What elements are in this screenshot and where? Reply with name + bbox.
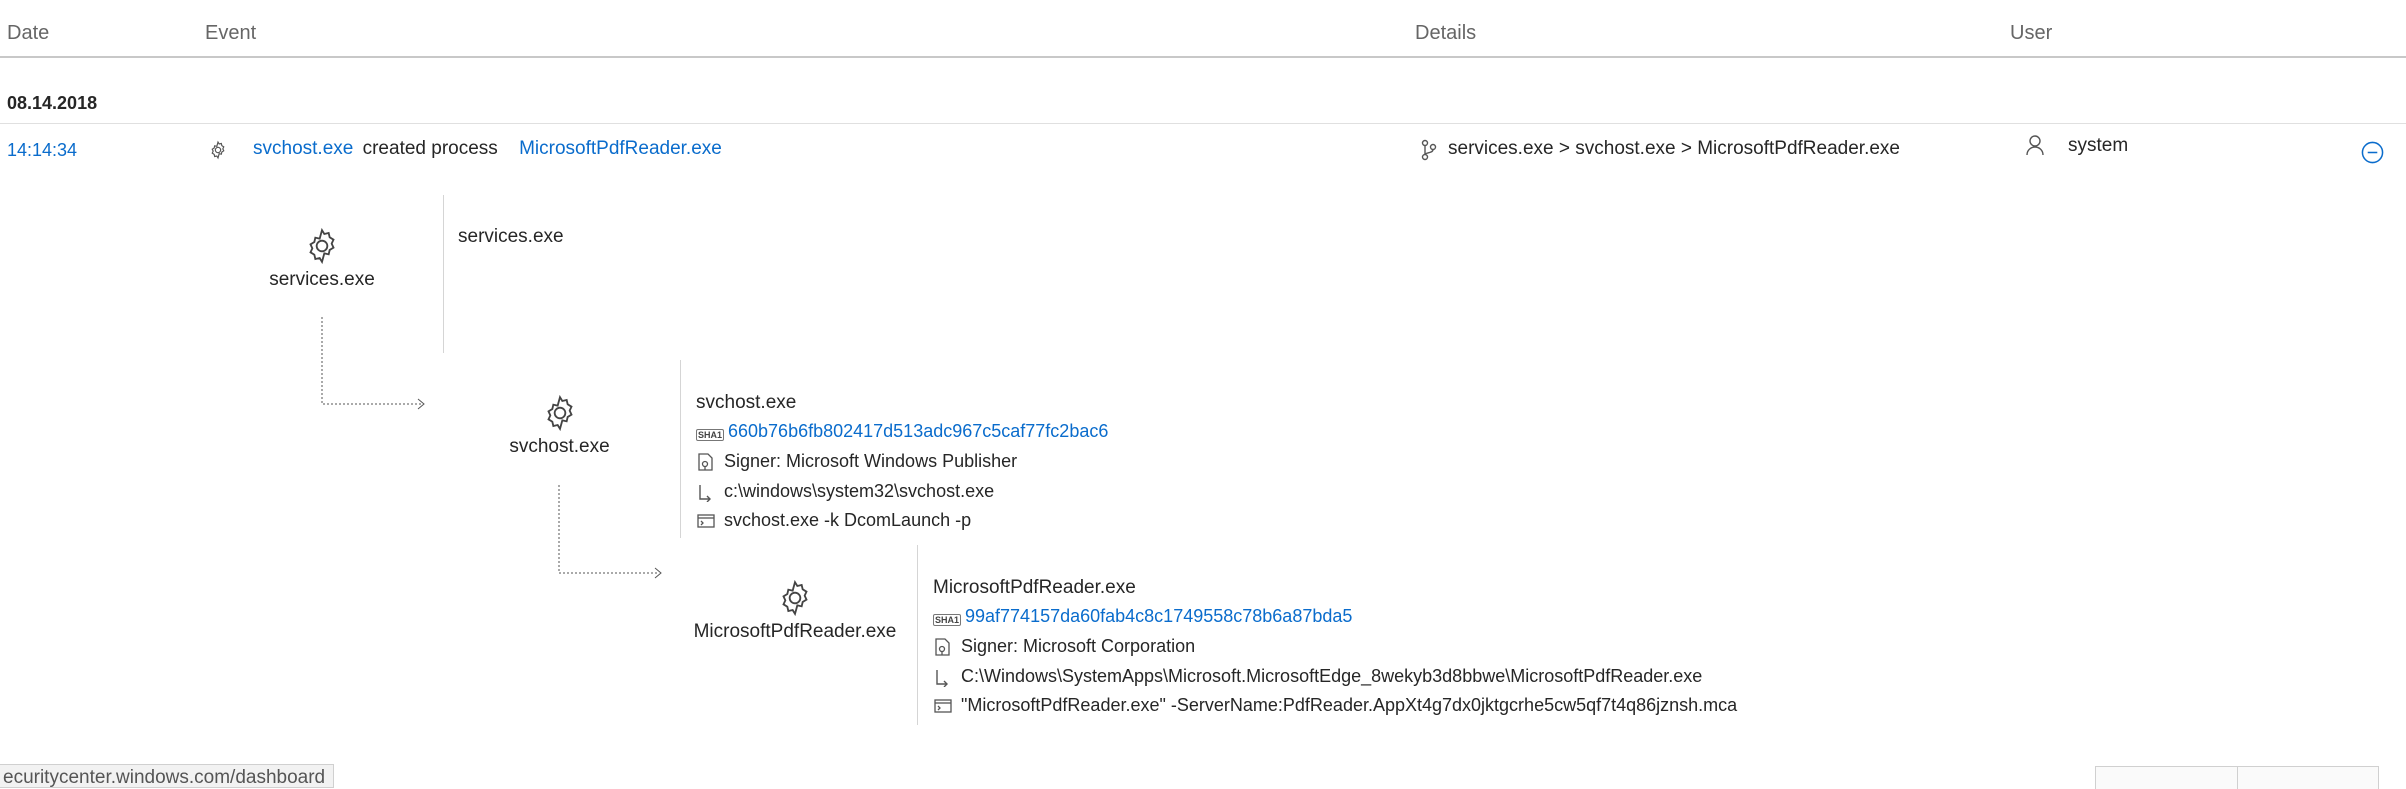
column-header-event[interactable]: Event [205, 22, 257, 44]
details-process-chain: services.exe > svchost.exe > MicrosoftPd… [1448, 138, 1900, 159]
actor-process-link[interactable]: svchost.exe [253, 138, 354, 159]
signer-icon [698, 452, 713, 471]
path-row: C:\Windows\SystemApps\Microsoft.Microsof… [933, 666, 1702, 687]
sha1-link[interactable]: 99af774157da60fab4c8c1749558c78b6a87bda5 [965, 606, 1353, 626]
sha1-row: SHA1 99af774157da60fab4c8c1749558c78b6a8… [933, 606, 1352, 627]
user-name: system [2068, 135, 2129, 156]
signer-text: Signer: Microsoft Corporation [961, 636, 1196, 656]
group-divider [0, 123, 2406, 124]
status-url: ecuritycenter.windows.com/dashboard [3, 767, 326, 788]
process-name: svchost.exe [696, 392, 797, 413]
signer-icon [935, 637, 950, 656]
path-icon [936, 669, 948, 687]
sha1-link[interactable]: 660b76b6fb802417d513adc967c5caf77fc2bac6 [728, 421, 1109, 441]
sha1-row: SHA1 660b76b6fb802417d513adc967c5caf77fc… [696, 421, 1108, 442]
user-icon [2026, 135, 2044, 156]
tree-node-services[interactable]: services.exe [262, 226, 382, 291]
tree-node-pdfreader[interactable]: MicrosoftPdfReader.exe [690, 578, 900, 643]
cmdline-text: "MicrosoftPdfReader.exe" -ServerName:Pdf… [961, 695, 1738, 715]
signer-text: Signer: Microsoft Windows Publisher [724, 451, 1018, 471]
node-label: MicrosoftPdfReader.exe [693, 621, 897, 642]
pager-button-right[interactable] [2237, 766, 2379, 789]
process-tree-icon [1421, 139, 1437, 161]
event-action: created process [362, 138, 498, 159]
cmdline-row: "MicrosoftPdfReader.exe" -ServerName:Pdf… [933, 695, 1737, 716]
cmdline-row: svchost.exe -k DcomLaunch -p [696, 510, 971, 531]
gear-icon [211, 140, 225, 160]
path-text: C:\Windows\SystemApps\Microsoft.Microsof… [961, 666, 1703, 686]
node-label: services.exe [269, 269, 375, 290]
path-text: c:\windows\system32\svchost.exe [724, 481, 995, 501]
cmdline-text: svchost.exe -k DcomLaunch -p [724, 510, 972, 530]
date-group-label: 08.14.2018 [7, 93, 98, 113]
column-header-date[interactable]: Date [7, 22, 50, 44]
event-description: svchost.exe created process MicrosoftPdf… [253, 138, 722, 160]
command-line-icon [934, 698, 952, 713]
panel-divider [680, 360, 681, 538]
tree-connector [321, 317, 425, 410]
process-name: MicrosoftPdfReader.exe [933, 577, 1136, 598]
status-url-tooltip: ecuritycenter.windows.com/dashboard [0, 764, 335, 788]
path-row: c:\windows\system32\svchost.exe [696, 481, 994, 502]
column-header-details[interactable]: Details [1415, 22, 1477, 44]
tree-node-svchost[interactable]: svchost.exe [497, 393, 622, 458]
signer-row: Signer: Microsoft Windows Publisher [696, 451, 1017, 472]
event-time-link[interactable]: 14:14:34 [7, 140, 78, 160]
column-header-user[interactable]: User [2010, 22, 2053, 44]
signer-row: Signer: Microsoft Corporation [933, 636, 1195, 657]
panel-divider [917, 545, 918, 725]
tree-connector [558, 485, 662, 579]
gear-icon [546, 394, 573, 432]
sha1-icon: SHA1 [696, 428, 725, 441]
gear-icon [309, 227, 335, 265]
command-line-icon [697, 513, 715, 528]
process-name: services.exe [458, 226, 564, 247]
path-icon [699, 484, 711, 502]
panel-divider [443, 195, 444, 353]
collapse-minus-icon[interactable] [2361, 141, 2384, 164]
pager-button-left[interactable] [2095, 766, 2239, 789]
header-divider [0, 56, 2406, 58]
sha1-icon: SHA1 [933, 613, 962, 626]
target-process-link[interactable]: MicrosoftPdfReader.exe [519, 138, 722, 159]
gear-icon [782, 579, 808, 617]
node-label: svchost.exe [509, 436, 610, 457]
